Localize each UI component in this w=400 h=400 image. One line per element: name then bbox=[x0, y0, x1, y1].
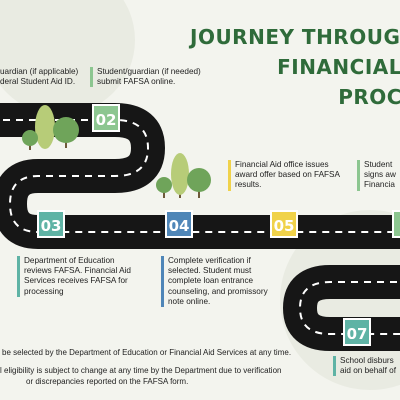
step-04-line: note online. bbox=[168, 296, 211, 306]
footnote-line-1: be selected by the Department of Educati… bbox=[2, 348, 292, 357]
step-02-badge: 02 bbox=[92, 104, 120, 132]
step-03-description: Department of Education reviews FAFSA. F… bbox=[17, 256, 157, 297]
step-05-accent-bar bbox=[228, 160, 231, 191]
tree-icon bbox=[35, 105, 55, 149]
road-lower-dashes bbox=[298, 281, 400, 335]
step-02-line: Student/guardian (if needed) bbox=[97, 67, 201, 76]
step-07-line: School disburs bbox=[340, 356, 394, 365]
tree-icon bbox=[22, 130, 38, 150]
tree-icon bbox=[156, 177, 172, 198]
step-01-description: uardian (if applicable) deral Student Ai… bbox=[0, 67, 86, 87]
bg-circle bbox=[0, 0, 135, 115]
step-06-accent-bar bbox=[357, 160, 360, 191]
step-07-accent-bar bbox=[333, 356, 336, 377]
step-03-line: Services receives FAFSA for bbox=[24, 276, 128, 286]
step-05-description: Financial Aid office issues award offer … bbox=[228, 160, 346, 191]
step-01-line: uardian (if applicable) bbox=[0, 67, 79, 76]
tree-icon bbox=[187, 168, 211, 198]
step-01-line: deral Student Aid ID. bbox=[0, 77, 76, 87]
step-02-accent-bar bbox=[90, 67, 93, 88]
step-05-line: results. bbox=[235, 180, 262, 190]
step-06-badge bbox=[392, 210, 400, 238]
step-07-badge: 07 bbox=[343, 318, 371, 346]
step-06-line: signs aw bbox=[364, 170, 396, 180]
tree-icon bbox=[53, 117, 79, 148]
step-07-line: aid on behalf of bbox=[340, 366, 396, 376]
step-06-description: Student signs aw Financia bbox=[357, 160, 400, 191]
step-03-badge: 03 bbox=[37, 210, 65, 238]
step-04-line: selected. Student must bbox=[168, 266, 252, 276]
title-line-3: PROC bbox=[338, 85, 400, 109]
step-03-accent-bar bbox=[17, 256, 20, 297]
road-dashes bbox=[0, 119, 400, 233]
step-03-line: processing bbox=[24, 286, 64, 296]
footnote-line-2: l eligibility is subject to change at an… bbox=[0, 366, 282, 375]
step-05-line: Financial Aid office issues bbox=[235, 160, 329, 169]
step-04-line: counseling, and promissory bbox=[168, 286, 268, 296]
step-06-line: Financia bbox=[364, 180, 395, 190]
step-04-line: complete loan entrance bbox=[168, 276, 254, 286]
page-title: JOURNEY THROUGH FINANCIAL PROC bbox=[190, 22, 400, 112]
title-line-1: JOURNEY THROUGH bbox=[190, 25, 400, 49]
step-03-line: reviews FAFSA. Financial Aid bbox=[24, 266, 131, 276]
step-04-badge: 04 bbox=[165, 210, 193, 238]
title-line-2: FINANCIAL bbox=[277, 55, 400, 79]
step-05-badge: 05 bbox=[270, 210, 298, 238]
step-03-line: Department of Education bbox=[24, 256, 115, 265]
step-04-description: Complete verification if selected. Stude… bbox=[161, 256, 299, 308]
step-05-line: award offer based on FAFSA bbox=[235, 170, 340, 180]
step-06-line: Student bbox=[364, 160, 393, 169]
step-04-line: Complete verification if bbox=[168, 256, 251, 265]
step-02-line: submit FAFSA online. bbox=[97, 77, 176, 87]
footnote-line-3: or discrepancies reported on the FAFSA f… bbox=[26, 377, 189, 386]
step-02-description: Student/guardian (if needed) submit FAFS… bbox=[90, 67, 220, 88]
step-07-description: School disburs aid on behalf of bbox=[333, 356, 400, 377]
tree-icon bbox=[171, 153, 189, 198]
step-04-accent-bar bbox=[161, 256, 164, 308]
